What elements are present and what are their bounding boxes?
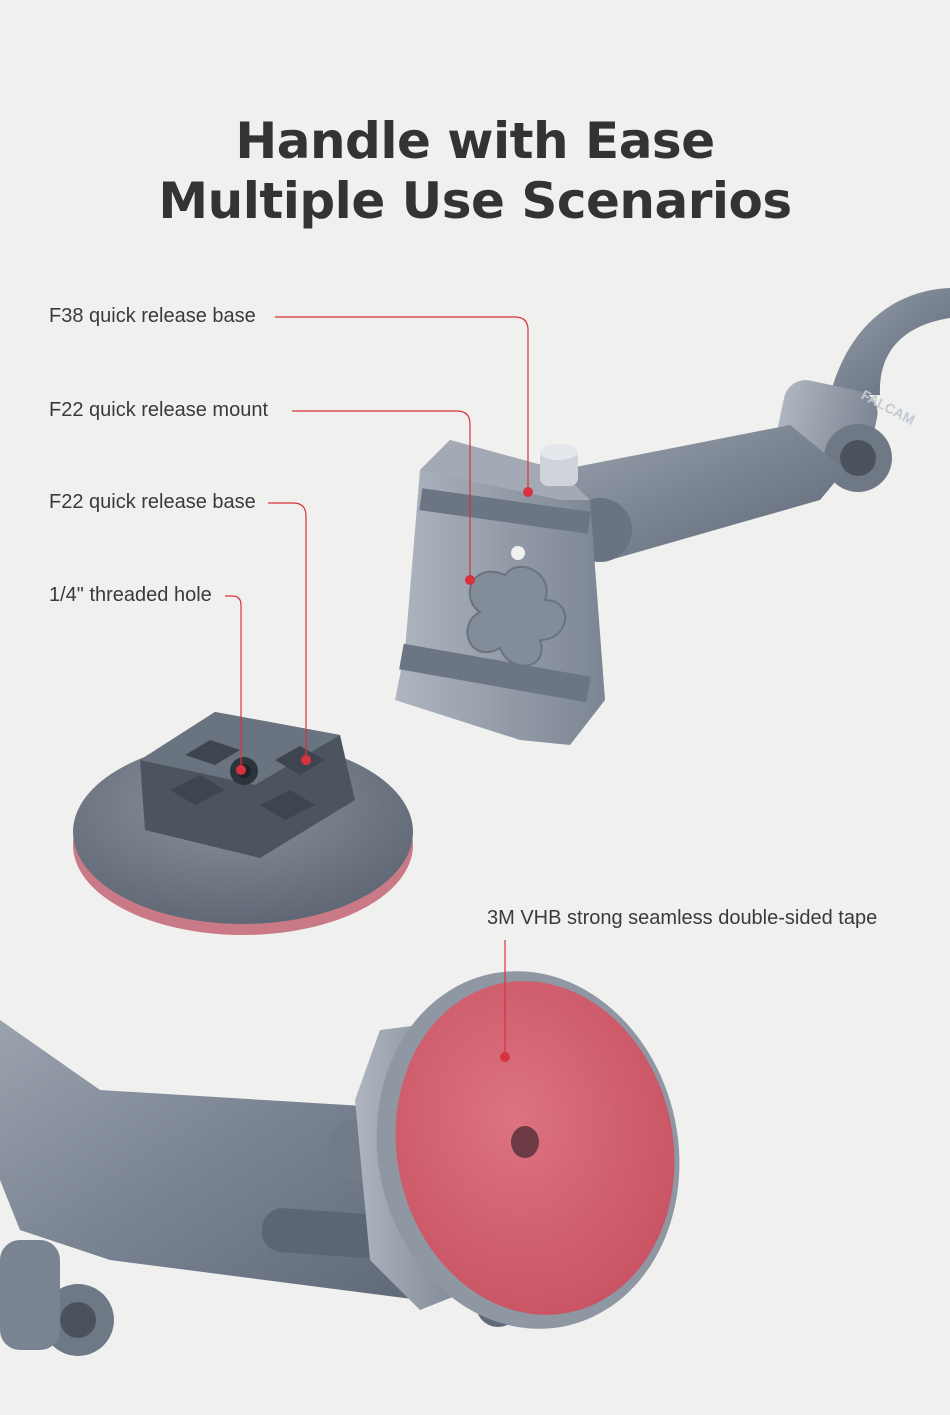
- dot-f22-mount: [465, 575, 475, 585]
- callout-threaded-hole: 1/4" threaded hole: [49, 584, 212, 606]
- callout-f22-quick-release-mount: F22 quick release mount: [49, 399, 269, 421]
- leader-threaded-hole: [225, 595, 242, 770]
- callout-vhb-tape: 3M VHB strong seamless double-sided tape: [487, 907, 878, 929]
- adhesive-disc-base: [73, 712, 413, 935]
- dot-f38-base: [523, 487, 533, 497]
- leader-f38-base: [275, 316, 529, 492]
- leader-f22-mount: [292, 410, 471, 580]
- leader-f22-base: [268, 502, 307, 760]
- locking-pin: [540, 450, 578, 486]
- upper-arm-assembly: FALCAM: [395, 288, 950, 745]
- headline-line-2: Multiple Use Scenarios: [158, 172, 792, 230]
- ring-clamp: [830, 288, 950, 395]
- dot-vhb-tape: [500, 1052, 510, 1062]
- headline-line-1: Handle with Ease: [235, 112, 715, 170]
- clover-relief: [466, 565, 567, 667]
- lower-arm-assembly: [0, 971, 680, 1356]
- callout-lines: [225, 316, 529, 1057]
- dot-threaded-hole: [236, 765, 246, 775]
- ring-inner: [880, 322, 950, 468]
- callout-f38-quick-release-base: F38 quick release base: [49, 305, 256, 327]
- dot-f22-base: [301, 755, 311, 765]
- callout-dots: [236, 487, 533, 1062]
- callout-f22-quick-release-base: F22 quick release base: [49, 491, 256, 513]
